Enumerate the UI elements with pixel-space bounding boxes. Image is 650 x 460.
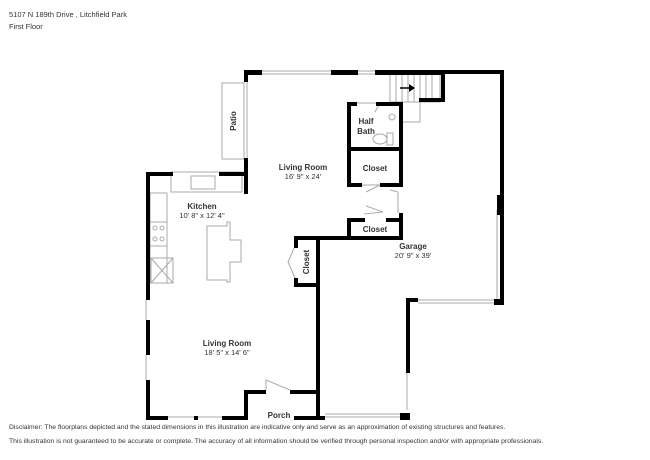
room-label-kitchen: Kitchen [187, 202, 216, 211]
disclaimer-line-1: Disclaimer: The floorplans depicted and … [9, 424, 506, 431]
room-dims-living-upper: 16' 9" x 24' [285, 172, 322, 181]
floor-label: First Floor [9, 22, 43, 31]
room-label-garage: Garage [399, 242, 427, 251]
room-label-half: Half [358, 117, 373, 126]
disclaimer-line-2: This illustration is not guaranteed to b… [9, 438, 544, 445]
room-label-closet-2: Closet [363, 225, 388, 234]
walls [146, 70, 504, 420]
room-label-patio: Patio [229, 111, 238, 131]
fixtures [145, 70, 498, 418]
room-label-closet-3: Closet [302, 249, 311, 274]
room-label-living-lower: Living Room [203, 339, 251, 348]
patio [221, 82, 245, 160]
stairs-arrow-icon [400, 84, 415, 92]
room-dims-garage: 20' 9" x 39' [395, 251, 432, 260]
room-label-closet-1: Closet [363, 164, 388, 173]
room-label-living-upper: Living Room [279, 163, 327, 172]
room-label-porch: Porch [268, 411, 291, 420]
room-dims-living-lower: 18' 5" x 14' 6" [204, 348, 250, 357]
room-dims-kitchen: 10' 8" x 12' 4" [179, 211, 225, 220]
address: 5107 N 189th Drive , Litchfield Park [9, 10, 127, 19]
room-label-bath: Bath [357, 127, 375, 136]
